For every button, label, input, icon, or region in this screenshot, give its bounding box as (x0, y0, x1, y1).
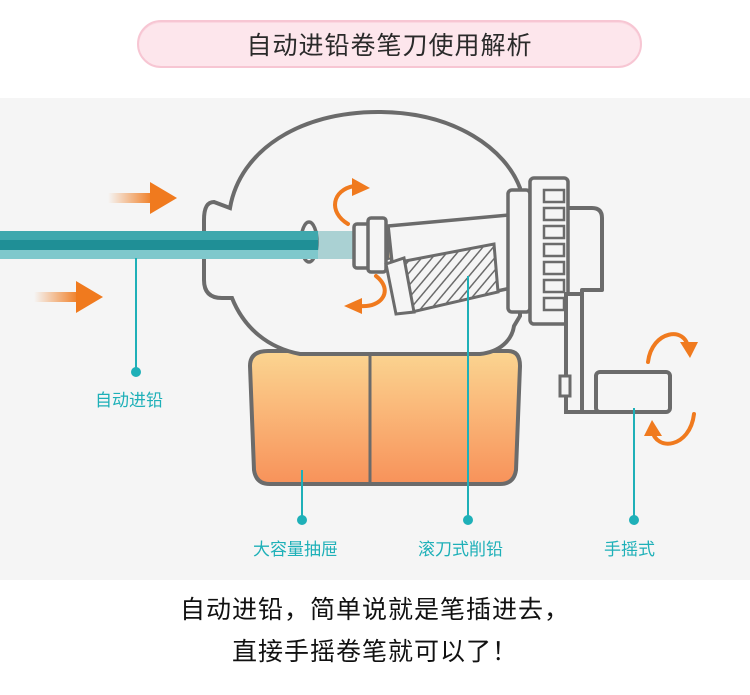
label-auto-feed: 自动进铅 (95, 391, 163, 411)
gear-wheel (506, 176, 570, 326)
label-hand-crank: 手摇式 (604, 540, 655, 560)
caption-line-1: 自动进铅，简单说就是笔插进去， (179, 595, 570, 624)
drawer (247, 349, 523, 486)
label-drawer: 大容量抽屉 (253, 540, 338, 560)
feed-arrow-bottom (34, 281, 103, 313)
rotation-arrows-crank (644, 332, 698, 446)
callout-dot-auto-feed (131, 367, 141, 377)
pencil-clamp (352, 216, 388, 274)
title-banner: 自动进铅卷笔刀使用解析 (137, 20, 642, 68)
feed-arrow-top (108, 182, 177, 214)
hand-crank (558, 206, 672, 414)
cutter-housing (384, 212, 522, 316)
callout-dot-drawer (297, 515, 307, 525)
caption-line-2: 直接手摇卷笔就可以了！ (231, 637, 518, 666)
label-roller-blade: 滚刀式削铅 (418, 540, 503, 560)
rotation-arrows-clamp (333, 178, 387, 314)
callout-dot-blade (463, 515, 473, 525)
page-title: 自动进铅卷笔刀使用解析 (246, 31, 533, 60)
callout-dot-crank (629, 515, 639, 525)
